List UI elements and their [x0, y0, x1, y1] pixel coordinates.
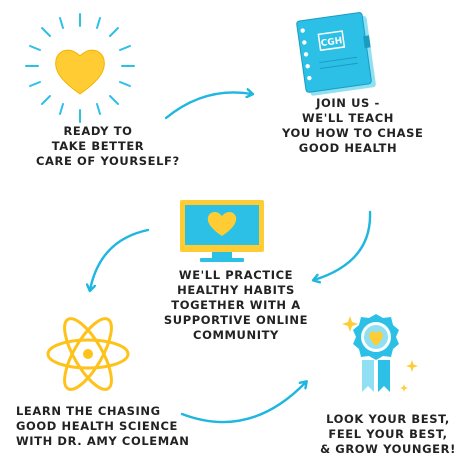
monitor-heart-icon: [180, 200, 264, 262]
arrow-book-to-monitor: [314, 210, 372, 280]
arrow-heart-to-book: [164, 92, 252, 120]
arrow-monitor-to-atom: [90, 228, 150, 290]
atom-icon: [46, 317, 130, 391]
heart-sun-icon: [25, 13, 135, 123]
book-icon: CGH: [296, 12, 376, 96]
step-2-caption: Join us - we'll teach you how to chase g…: [282, 96, 424, 155]
book-label: CGH: [320, 36, 343, 49]
step-5-caption: Look your best, feel your best, & grow y…: [320, 412, 456, 456]
award-ribbon-icon: [342, 314, 418, 392]
step-1-caption: Ready to take better care of yourself?: [36, 124, 180, 168]
step-3-caption: We'll practice healthy habits together w…: [163, 268, 309, 342]
arrow-atom-to-award: [180, 382, 306, 424]
step-4-caption: Learn the chasing good health science wi…: [16, 404, 190, 448]
